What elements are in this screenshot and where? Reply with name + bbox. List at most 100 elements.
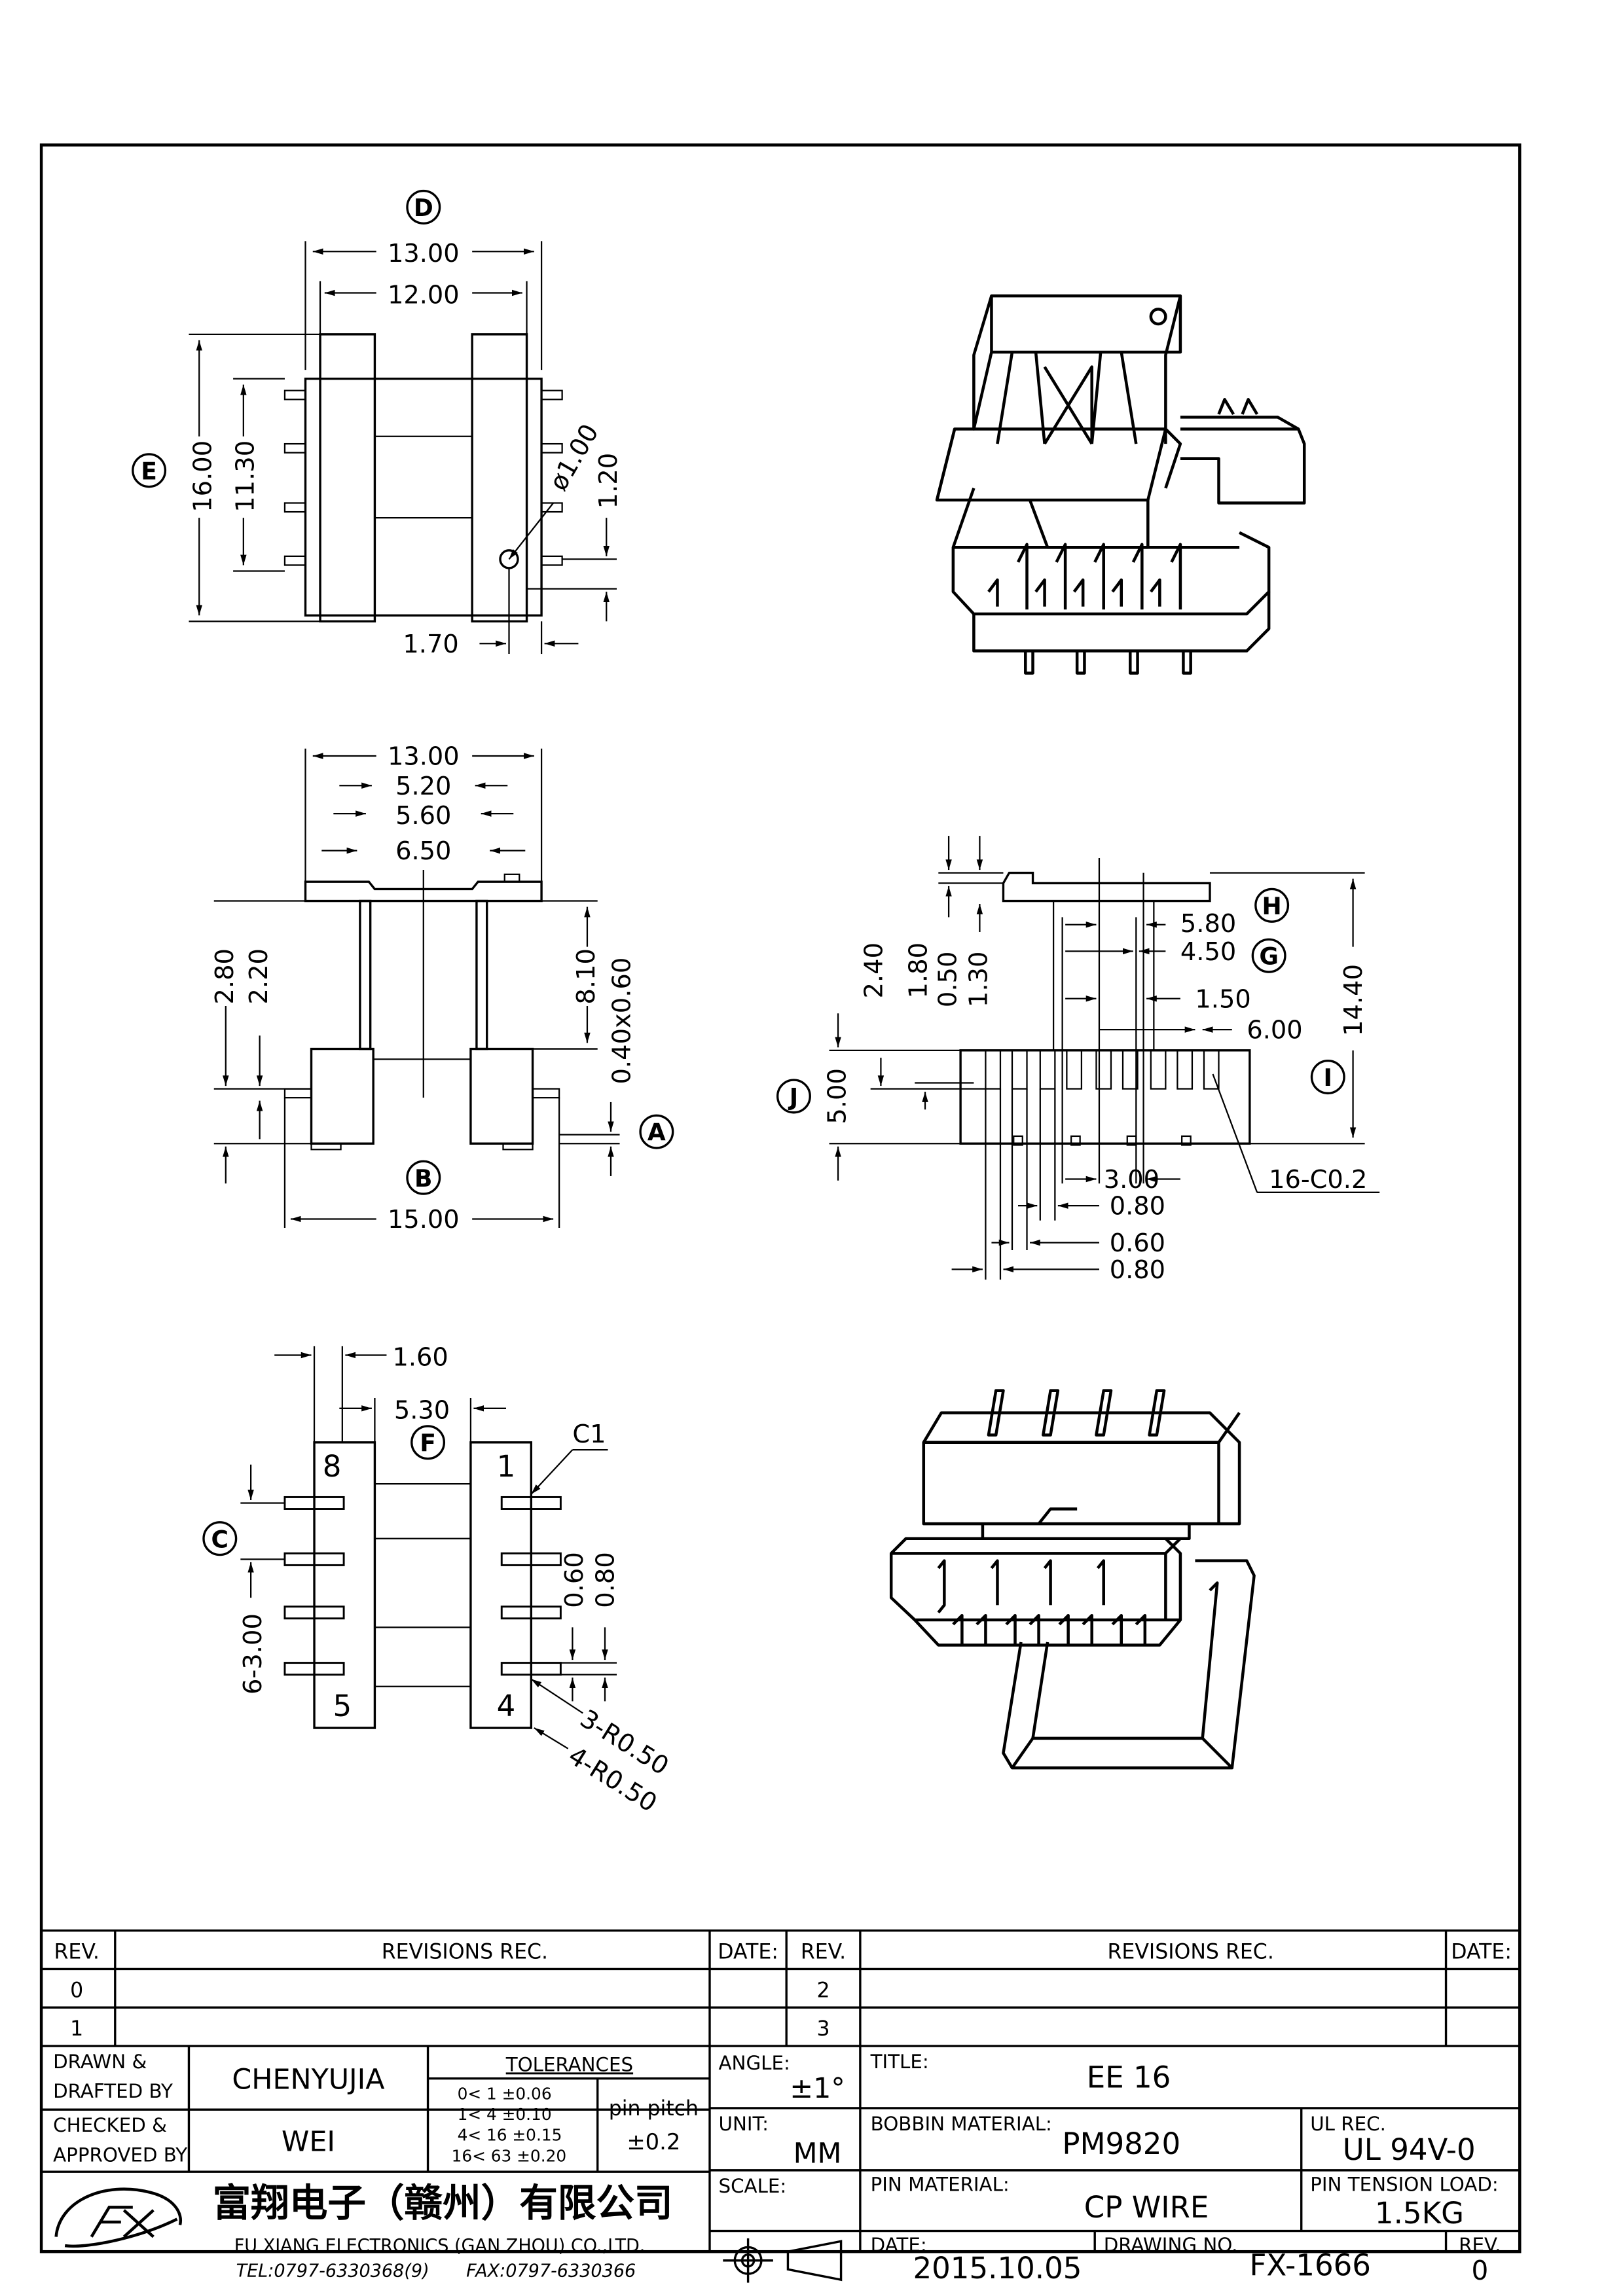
rev-row-3: 3: [816, 2017, 830, 2041]
label-b: B: [414, 1164, 432, 1193]
rev-row-2: 2: [816, 1979, 830, 2002]
dim-060: 0.60: [1110, 1229, 1165, 1258]
title-label: TITLE:: [870, 2051, 929, 2073]
tolerance-3: 16< 63 ±0.20: [452, 2146, 566, 2165]
dim-280: 2.80: [210, 948, 240, 1005]
unit-label: UNIT:: [719, 2113, 769, 2135]
rev-row-1: 1: [70, 2017, 83, 2041]
angle-label: ANGLE:: [719, 2052, 790, 2074]
pin-material-label: PIN MATERIAL:: [871, 2173, 1010, 2195]
rev-label-bottom: REV.: [1459, 2234, 1501, 2256]
ul-label: UL REC.: [1310, 2113, 1386, 2135]
side-view: 0.50 1.30 2.40 1.80 5.00 J 5.80 H 4.50 G…: [776, 836, 1380, 1285]
rev-header-left: REV.: [54, 1941, 100, 1964]
drawn-label: DRAWN &: [53, 2051, 147, 2073]
dim-120: 1.20: [594, 453, 623, 509]
dim-1130: 11.30: [231, 440, 261, 512]
dim-080b: 0.80: [1110, 1255, 1165, 1285]
label-a: A: [647, 1119, 666, 1147]
title-value: EE 16: [1087, 2060, 1171, 2094]
drawing-no-label: DRAWING NO.: [1104, 2234, 1238, 2256]
bobbin-label: BOBBIN MATERIAL:: [871, 2113, 1052, 2135]
label-c: C: [211, 1525, 228, 1553]
company-name-en: FU XIANG ELECTRONICS (GAN ZHOU) CO.,LTD.: [234, 2236, 646, 2256]
dim-520: 5.20: [395, 772, 451, 801]
dim-650: 6.50: [395, 836, 451, 866]
label-j: J: [788, 1083, 798, 1111]
pin-8: 8: [323, 1449, 342, 1484]
pin-tension-value: 1.5KG: [1375, 2196, 1464, 2231]
dim-130: 1.30: [964, 952, 994, 1008]
sheet-border: [39, 143, 1522, 2253]
isometric-view-top: [935, 294, 1306, 675]
rev-value-bottom: 0: [1471, 2255, 1488, 2286]
label-g: G: [1259, 942, 1279, 971]
tolerance-2: 4< 16 ±0.15: [458, 2126, 562, 2145]
dim-180: 1.80: [903, 942, 933, 999]
dim-pitch: 6-3.00: [238, 1613, 268, 1695]
label-d-circle: [406, 189, 441, 225]
dim-chamfer: 16-C0.2: [1269, 1165, 1367, 1194]
scale-label: SCALE:: [719, 2175, 787, 2197]
label-e-circle: [132, 453, 167, 488]
label-j-circle: [776, 1079, 811, 1114]
drafted-label: DRAFTED BY: [53, 2080, 173, 2102]
label-g-circle: [1251, 938, 1286, 973]
rev-header-right: REV.: [801, 1941, 846, 1964]
dim-13-front: 13.00: [388, 742, 460, 772]
title-block: REV. REVISIONS REC. DATE: REV. REVISIONS…: [41, 1929, 1520, 2286]
rev-row-0: 0: [70, 1979, 83, 2002]
tolerances-header: TOLERANCES: [505, 2053, 633, 2075]
label-d: D: [414, 194, 433, 222]
drawing-no-value: FX-1666: [1249, 2248, 1370, 2282]
tolerance-0: 0< 1 ±0.06: [458, 2084, 552, 2103]
dim-15: 15.00: [388, 1205, 460, 1234]
dim-150: 1.50: [1195, 984, 1250, 1014]
checked-label: CHECKED &: [53, 2114, 167, 2136]
bobbin-value: PM9820: [1062, 2126, 1180, 2161]
dim-810: 8.10: [572, 948, 601, 1005]
date-label: DATE:: [871, 2234, 927, 2256]
approved-label: APPROVED BY: [53, 2144, 187, 2166]
projection-symbol-icon: [723, 2238, 843, 2283]
pin-pitch-value: ±0.2: [627, 2129, 680, 2155]
label-f-circle: [410, 1425, 446, 1460]
pin-tension-label: PIN TENSION LOAD:: [1310, 2173, 1499, 2195]
label-h-circle: [1254, 888, 1290, 923]
company-tel: TEL:0797-6330368(9): [236, 2261, 429, 2282]
dim-1440: 14.40: [1339, 964, 1368, 1036]
pin-material-value: CP WIRE: [1084, 2190, 1209, 2225]
dim-240: 2.40: [860, 942, 889, 999]
label-i-circle: [1310, 1059, 1345, 1095]
dim-500: 5.00: [822, 1068, 852, 1124]
date-header-right: DATE:: [1451, 1941, 1512, 1964]
dim-300: 3.00: [1104, 1165, 1159, 1194]
label-c-circle: [202, 1521, 238, 1556]
company-name-cn: 富翔电子（赣州）有限公司: [213, 2181, 673, 2225]
dim-16: 16.00: [188, 440, 217, 512]
dim-530: 5.30: [394, 1396, 450, 1426]
label-i: I: [1324, 1064, 1332, 1092]
checked-value: WEI: [282, 2125, 335, 2158]
angle-value: ±1°: [790, 2072, 845, 2105]
revisions-header-left: REVISIONS REC.: [382, 1941, 548, 1964]
dim-080-bottom: 0.80: [591, 1552, 621, 1608]
pin-5: 5: [333, 1689, 352, 1723]
tolerance-1: 1< 4 ±0.10: [458, 2105, 552, 2124]
dim-050: 0.50: [933, 952, 962, 1008]
dim-060-bottom: 0.60: [560, 1552, 589, 1608]
isometric-view-bottom: [889, 1389, 1256, 1770]
company-fax: FAX:0797-6330366: [466, 2261, 636, 2282]
top-view: D 13.00 12.00 E 16.00 11.30 ø1.00 1.20 1…: [132, 189, 623, 659]
dim-220: 2.20: [244, 948, 274, 1005]
dim-13-top: 13.00: [388, 239, 460, 268]
dim-pin: 0.40x0.60: [607, 958, 636, 1085]
label-a-circle: [639, 1114, 674, 1149]
ul-value: UL 94V-0: [1343, 2132, 1476, 2167]
dim-170: 1.70: [403, 630, 458, 659]
label-b-circle: [406, 1160, 441, 1195]
drawn-value: CHENYUJIA: [232, 2063, 384, 2096]
dim-c1: C1: [572, 1420, 606, 1449]
front-view: 13.00 5.20 5.60 6.50 2.80 2.20 8.10 0.40…: [210, 742, 674, 1234]
